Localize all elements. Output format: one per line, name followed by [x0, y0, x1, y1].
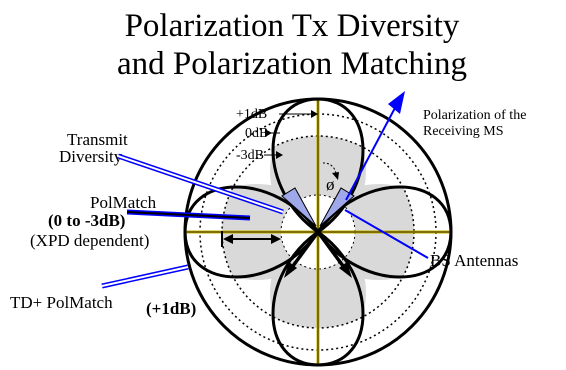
receiving-ms-arrowhead — [388, 91, 405, 114]
transmit-label-line1: Transmit — [67, 130, 128, 149]
bs-antennas-label: BS Antennas — [430, 251, 518, 270]
receiving-ms-label-line1: Polarization of the — [423, 108, 526, 123]
bs-antenna-left — [281, 187, 317, 227]
lobe-bottom — [271, 230, 365, 367]
title-line-1: Polarization Tx Diversity — [125, 8, 460, 44]
bs-antennas-pointer — [344, 209, 429, 259]
transmit-label-line2: Diversity — [59, 147, 123, 166]
td-gain-label: (+1dB) — [146, 299, 196, 318]
td-pointer-core — [101, 266, 189, 287]
bs-antenna-right — [319, 187, 355, 227]
diagonal-line-left — [288, 230, 320, 272]
polmatch-arrowhead-right — [271, 234, 281, 244]
minus3db-label: -3dB — [236, 148, 264, 163]
polmatch-pointer-core — [126, 211, 251, 219]
lobe-top — [271, 97, 365, 234]
phi-angle-arc — [322, 162, 337, 176]
polmatch-arrowhead-left — [223, 234, 233, 244]
zerodb-arrowhead — [265, 129, 272, 137]
title-line-2: and Polarization Matching — [117, 46, 467, 82]
arrow-right — [339, 262, 352, 278]
plus1db-arrowhead — [311, 110, 318, 118]
phi-angle-arrowhead — [332, 172, 339, 180]
polmatch-label: PolMatch — [90, 193, 157, 212]
lobe-right — [316, 185, 453, 279]
polmatch-range: (0 to -3dB) — [48, 211, 125, 230]
receiving-ms-pointer — [345, 105, 397, 201]
arrow-left — [284, 262, 297, 278]
phi-label: ø — [326, 175, 335, 194]
zerodb-label: 0dB — [245, 126, 268, 141]
td-polmatch-label: TD+ PolMatch — [10, 293, 113, 312]
diagonal-line-right — [316, 230, 348, 272]
minus3db-arrowhead — [276, 151, 283, 159]
plus1db-label: +1dB — [236, 107, 267, 122]
xpd-label: (XPD dependent) — [30, 231, 149, 250]
receiving-ms-label-line2: Receiving MS — [423, 124, 504, 139]
lobe-left — [183, 185, 320, 279]
transmit-pointer-core — [117, 155, 284, 213]
